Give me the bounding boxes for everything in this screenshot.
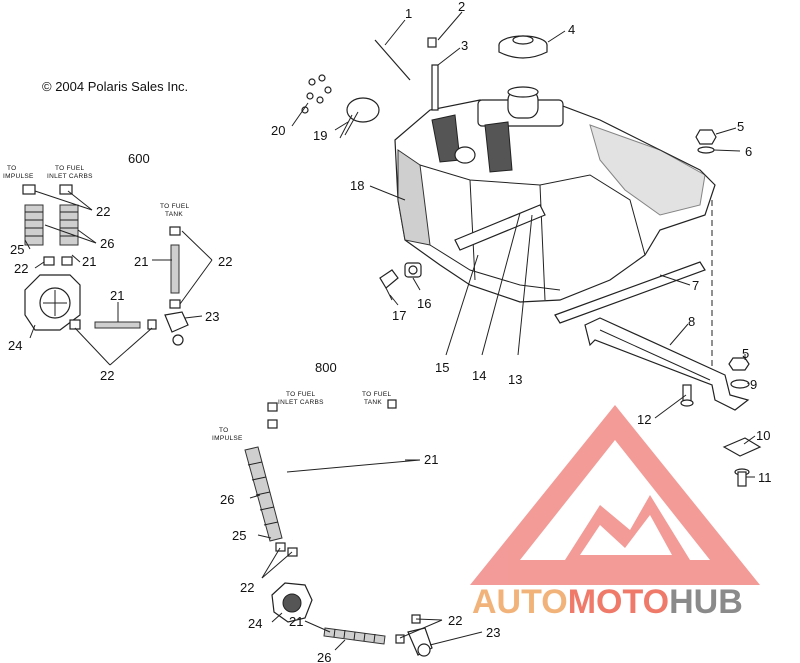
callout-800-22a: 22 xyxy=(240,580,254,595)
section-800-label: 800 xyxy=(315,360,337,375)
callout-12: 12 xyxy=(637,412,651,427)
note-to-fuel-tank-600-line1: TO FUEL xyxy=(160,203,190,210)
callout-6: 6 xyxy=(745,144,752,159)
note-to-impulse-800-line2: IMPULSE xyxy=(212,435,243,442)
callout-15: 15 xyxy=(435,360,449,375)
screws-part-20 xyxy=(301,74,332,114)
callout-13: 13 xyxy=(508,372,522,387)
callout-600-22a: 22 xyxy=(96,204,110,219)
note-to-fuel-tank-800-line2: TANK xyxy=(364,399,382,406)
callout-800-22b: 22 xyxy=(448,613,462,628)
callout-4: 4 xyxy=(568,22,575,37)
bolt-part-12 xyxy=(680,384,694,407)
fitting-part-16 xyxy=(404,262,422,278)
callout-20: 20 xyxy=(271,123,285,138)
note-to-fuel-carbs-600-line1: TO FUEL xyxy=(55,165,85,172)
callout-labels: 1 2 3 4 5 6 7 8 5 9 10 11 12 13 14 15 16… xyxy=(8,0,772,663)
copyright-text: © 2004 Polaris Sales Inc. xyxy=(42,79,188,94)
section-600-label: 600 xyxy=(128,151,150,166)
callout-18: 18 xyxy=(350,178,364,193)
callout-8: 8 xyxy=(688,314,695,329)
bolt-part-11 xyxy=(734,468,750,487)
callout-800-26b: 26 xyxy=(317,650,331,663)
note-to-fuel-carbs-600-line2: INLET CARBS xyxy=(47,173,93,180)
valve-part-17 xyxy=(379,269,399,301)
fuel-tank xyxy=(394,86,716,303)
callout-600-23: 23 xyxy=(205,309,219,324)
note-to-fuel-tank-800-line1: TO FUEL xyxy=(362,391,392,398)
stud-part-3 xyxy=(431,64,439,111)
callout-600-25: 25 xyxy=(10,242,24,257)
callout-3: 3 xyxy=(461,38,468,53)
note-to-impulse-600-line1: TO xyxy=(7,165,17,172)
callout-800-24: 24 xyxy=(248,616,262,631)
note-to-fuel-tank-600-line2: TANK xyxy=(165,211,183,218)
callout-5a: 5 xyxy=(737,119,744,134)
callout-7: 7 xyxy=(692,278,699,293)
callout-16: 16 xyxy=(417,296,431,311)
leader-lines xyxy=(24,11,756,651)
note-to-impulse-600-line2: IMPULSE xyxy=(3,173,34,180)
plate-part-10 xyxy=(722,437,762,457)
callout-5b: 5 xyxy=(742,346,749,361)
fuel-assembly-800 xyxy=(244,399,433,657)
callout-1: 1 xyxy=(405,6,412,21)
callout-800-25: 25 xyxy=(232,528,246,543)
callout-600-26: 26 xyxy=(100,236,114,251)
callout-600-21b: 21 xyxy=(110,288,124,303)
note-to-impulse-800-line1: TO xyxy=(219,427,229,434)
fuel-cap xyxy=(498,35,548,59)
callout-600-22b: 22 xyxy=(14,261,28,276)
callout-19: 19 xyxy=(313,128,327,143)
mount-bracket xyxy=(584,317,750,411)
callout-800-23: 23 xyxy=(486,625,500,640)
callout-14: 14 xyxy=(472,368,486,383)
callout-10: 10 xyxy=(756,428,770,443)
sender-part-19 xyxy=(339,97,380,139)
note-to-fuel-carbs-800-line2: INLET CARBS xyxy=(278,399,324,406)
rod-part-1 xyxy=(374,39,411,81)
watermark-text: AUTOMOTOHUB xyxy=(472,583,743,621)
callout-11: 11 xyxy=(758,470,772,485)
callout-2: 2 xyxy=(458,0,465,14)
callout-600-21c: 21 xyxy=(134,254,148,269)
callout-800-26a: 26 xyxy=(220,492,234,507)
callout-600-22d: 22 xyxy=(218,254,232,269)
nut-part-5a xyxy=(695,129,717,145)
washer-part-6 xyxy=(697,146,715,154)
callout-800-21b: 21 xyxy=(289,614,303,629)
washer-part-9 xyxy=(730,379,750,389)
callout-800-21a: 21 xyxy=(424,452,438,467)
note-to-fuel-carbs-800-line1: TO FUEL xyxy=(286,391,316,398)
callout-600-24: 24 xyxy=(8,338,22,353)
callout-600-22c: 22 xyxy=(100,368,114,383)
watermark-logo xyxy=(470,405,760,585)
callout-600-21a: 21 xyxy=(82,254,96,269)
callout-17: 17 xyxy=(392,308,406,323)
callout-9: 9 xyxy=(750,377,757,392)
nut-part-2 xyxy=(427,37,437,48)
